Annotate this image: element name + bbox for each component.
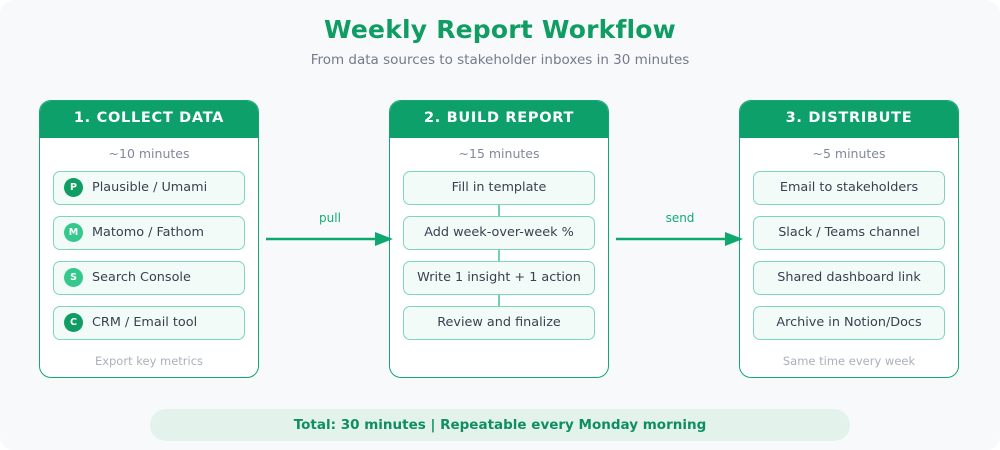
arrow-right-icon (266, 232, 393, 247)
list-item[interactable]: S Search Console (53, 260, 245, 295)
list-item[interactable]: M Matomo / Fathom (53, 215, 245, 250)
stage-header-2: 2. BUILD REPORT (390, 101, 608, 138)
list-item[interactable]: Fill in template (403, 170, 595, 205)
stage-body-1: ~10 minutes P Plausible / Umami M Matomo… (40, 138, 258, 377)
list-item-label: Review and finalize (437, 314, 561, 330)
summary-banner: Total: 30 minutes | Repeatable every Mon… (150, 409, 850, 441)
step-connector-icon (498, 294, 500, 306)
stage-duration-2: ~15 minutes (458, 145, 540, 161)
list-item-label: Matomo / Fathom (92, 224, 204, 240)
list-item[interactable]: Shared dashboard link (753, 260, 945, 295)
stage-footer-3: Same time every week (782, 354, 916, 369)
list-item[interactable]: C CRM / Email tool (53, 305, 245, 340)
page-subtitle: From data sources to stakeholder inboxes… (310, 51, 690, 68)
flow-arrow-label: pull (319, 211, 341, 225)
stage-card-distribute[interactable]: 3. DISTRIBUTE ~5 minutes Email to stakeh… (739, 100, 959, 378)
list-item[interactable]: Archive in Notion/Docs (753, 305, 945, 340)
stage-body-3: ~5 minutes Email to stakeholders Slack /… (740, 138, 958, 377)
list-item[interactable]: Write 1 insight + 1 action (403, 260, 595, 295)
flow-arrow-label: send (665, 211, 695, 225)
flow-arrow-send: send (615, 211, 745, 258)
stage-duration-3: ~5 minutes (812, 145, 886, 161)
list-item[interactable]: Email to stakeholders (753, 170, 945, 205)
workflow-columns: 1. COLLECT DATA ~10 minutes P Plausible … (0, 100, 1000, 380)
flow-arrow-pull: pull (265, 211, 395, 258)
stage-item-list-1: P Plausible / Umami M Matomo / Fathom S … (53, 170, 245, 351)
stage-card-build-report[interactable]: 2. BUILD REPORT ~15 minutes Fill in temp… (389, 100, 609, 378)
source-badge-search-console: S (64, 268, 83, 288)
list-item[interactable]: P Plausible / Umami (53, 170, 245, 205)
list-item-label: Plausible / Umami (92, 179, 208, 195)
stage-header-3: 3. DISTRIBUTE (740, 101, 958, 138)
stage-footer-1: Export key metrics (94, 354, 204, 369)
summary-text: Total: 30 minutes | Repeatable every Mon… (293, 416, 707, 433)
diagram-header: Weekly Report Workflow From data sources… (0, 0, 1000, 67)
list-item[interactable]: Slack / Teams channel (753, 215, 945, 250)
list-item-label: Fill in template (451, 179, 547, 195)
source-badge-plausible: P (64, 178, 83, 198)
stage-card-collect-data[interactable]: 1. COLLECT DATA ~10 minutes P Plausible … (39, 100, 259, 378)
list-item-label: Slack / Teams channel (778, 224, 920, 240)
list-item-label: CRM / Email tool (92, 314, 198, 330)
list-item-label: Shared dashboard link (777, 269, 921, 285)
list-item-label: Email to stakeholders (779, 179, 919, 195)
stage-item-list-3: Email to stakeholders Slack / Teams chan… (753, 170, 945, 351)
list-item[interactable]: Add week-over-week % (403, 215, 595, 250)
list-item-label: Write 1 insight + 1 action (417, 269, 581, 285)
stage-body-2: ~15 minutes Fill in template Add week-ov… (390, 138, 608, 377)
arrow-right-icon (616, 232, 743, 247)
page-title: Weekly Report Workflow (324, 15, 676, 44)
step-connector-icon (498, 204, 500, 216)
stage-item-list-2: Fill in template Add week-over-week % Wr… (403, 170, 595, 340)
list-item-label: Add week-over-week % (424, 224, 574, 240)
source-badge-matomo: M (64, 223, 83, 243)
list-item-label: Archive in Notion/Docs (776, 314, 922, 330)
source-badge-crm: C (64, 313, 83, 333)
step-connector-icon (498, 249, 500, 261)
stage-header-1: 1. COLLECT DATA (40, 101, 258, 138)
list-item[interactable]: Review and finalize (403, 305, 595, 340)
stage-duration-1: ~10 minutes (108, 145, 190, 161)
list-item-label: Search Console (92, 269, 191, 285)
